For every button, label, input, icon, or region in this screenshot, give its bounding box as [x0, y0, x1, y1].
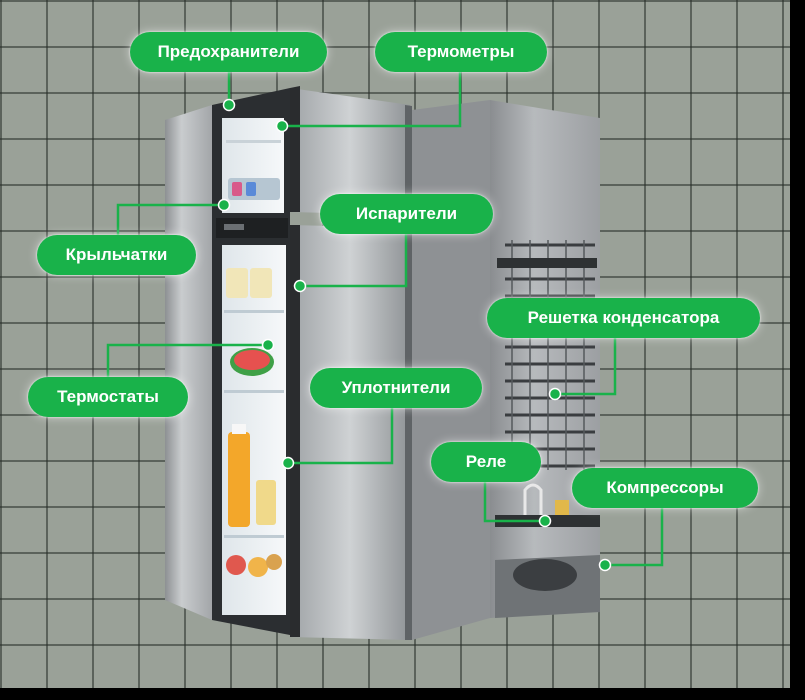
front-fridge — [165, 88, 290, 635]
condenser-grille-connector — [555, 318, 617, 396]
fruit — [226, 555, 246, 575]
compressor — [513, 559, 577, 591]
relay-box — [555, 500, 569, 516]
label-thermostats: Термостаты — [28, 377, 188, 417]
fruit — [248, 557, 268, 577]
label-fuses: Предохранители — [130, 32, 327, 72]
freezer-door — [290, 88, 410, 215]
juice-bottle — [256, 480, 276, 525]
fruit — [266, 554, 282, 570]
label-thermometers: Термометры — [375, 32, 547, 72]
label-evaporators: Испарители — [320, 194, 493, 234]
frozen-food-item — [232, 182, 242, 196]
refrigerator-illustration — [106, 52, 664, 640]
food-container — [226, 268, 248, 298]
fridge-doors — [290, 86, 412, 640]
fridge-door — [290, 225, 410, 640]
label-fans: Крыльчатки — [37, 235, 196, 275]
food-container — [250, 268, 272, 298]
label-compressors: Компрессоры — [572, 468, 758, 508]
label-relay: Реле — [431, 442, 541, 482]
callout-dots — [217, 98, 612, 572]
label-seals: Уплотнители — [310, 368, 482, 408]
juice-bottle — [228, 432, 250, 527]
thermometers-connector — [282, 52, 462, 128]
diagram-frame: Предохранители Термометры Крыльчатки Исп… — [0, 0, 790, 688]
label-condenser-grille: Решетка конденсатора — [487, 298, 760, 338]
compressors-connector — [605, 488, 664, 567]
evaporators-connector — [300, 213, 408, 288]
frozen-food-item — [246, 182, 256, 196]
seals-connector — [288, 387, 394, 465]
